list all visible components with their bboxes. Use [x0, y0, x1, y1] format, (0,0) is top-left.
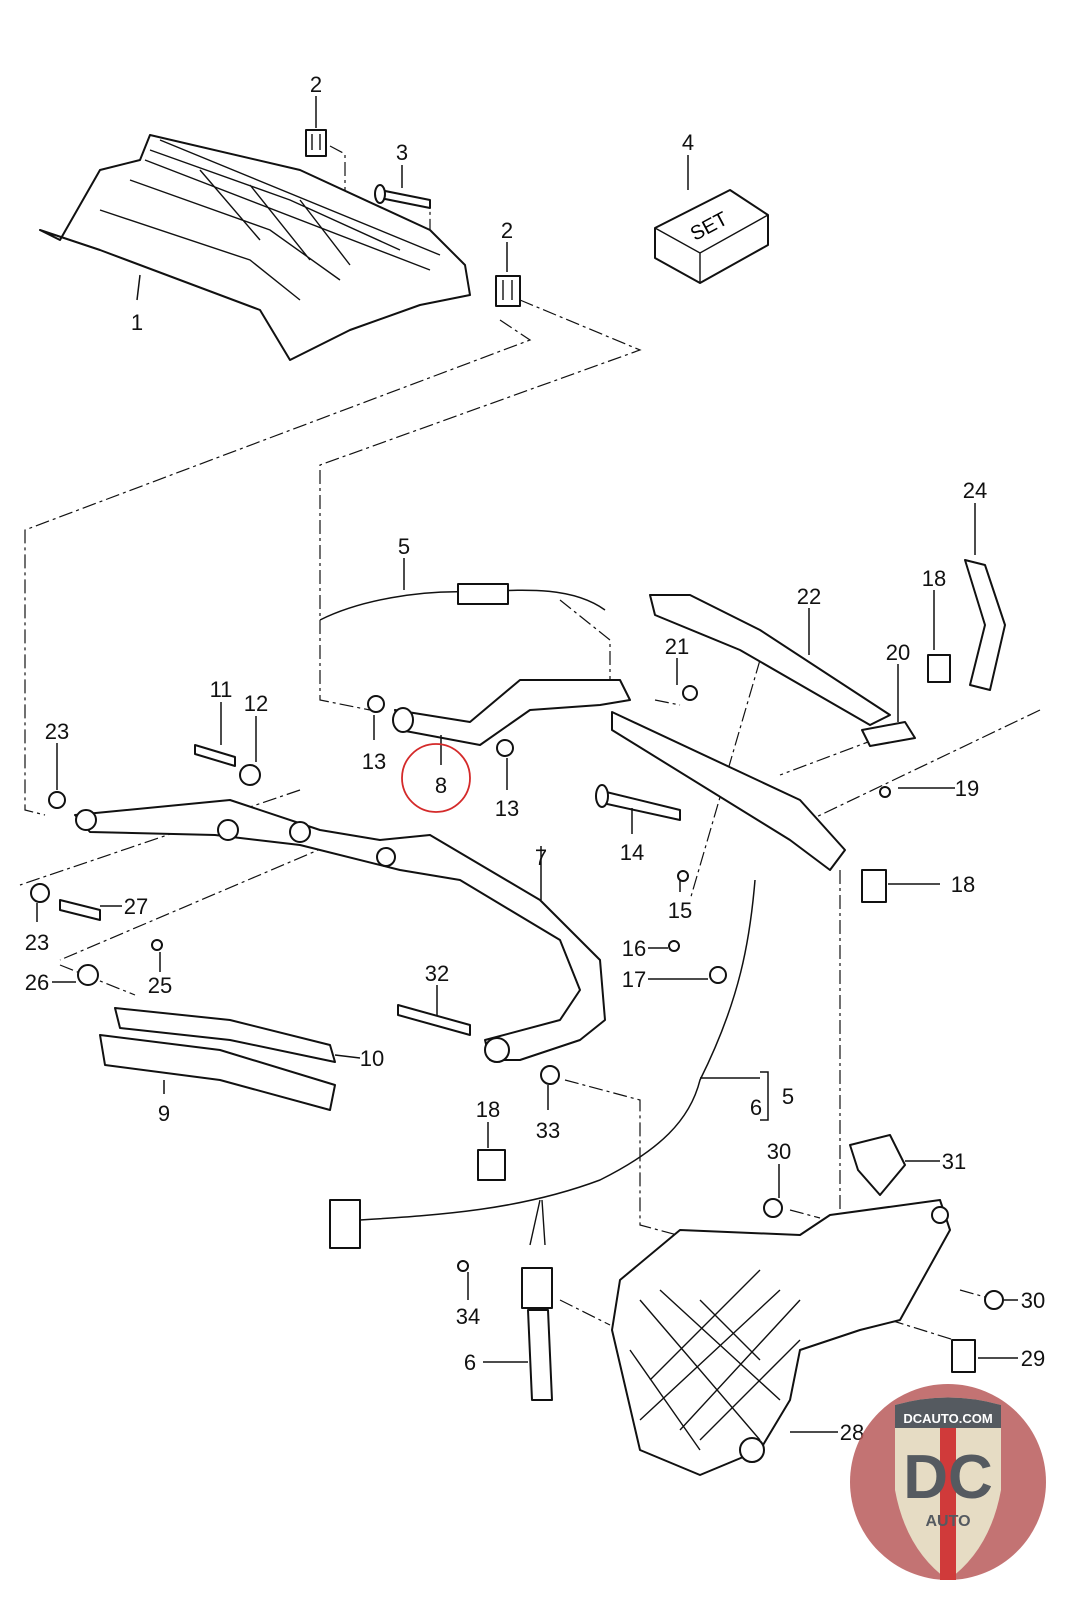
callout-17: 17	[622, 967, 646, 992]
callout-20: 20	[886, 640, 910, 665]
callout-30: 30	[767, 1139, 791, 1164]
callout-labels: 1 2 3 4 2 5 24 18 22 21 20 11 12 23 13 8…	[25, 72, 1045, 1445]
callout-18: 18	[476, 1097, 500, 1122]
part-29-clip	[951, 1339, 976, 1373]
callout-31: 31	[942, 1149, 966, 1174]
callout-25: 25	[148, 973, 172, 998]
callout-27: 27	[124, 894, 148, 919]
part-4-set-box: SET	[654, 189, 769, 284]
part-28-housing	[611, 1199, 951, 1476]
callout-3: 3	[396, 140, 408, 165]
callout-34: 34	[456, 1304, 480, 1329]
callout-18: 18	[951, 872, 975, 897]
callout-32: 32	[425, 961, 449, 986]
callout-13: 13	[495, 796, 519, 821]
part-2-clip-right	[495, 275, 521, 307]
callout-30: 30	[1021, 1288, 1045, 1313]
callout-23: 23	[45, 719, 69, 744]
part-5-6-cable-lower	[329, 879, 756, 1249]
dcauto-logo: DCAUTO.COM DC AUTO	[850, 1384, 1046, 1580]
part-24-bracket	[964, 559, 1006, 691]
part-6-sensor	[521, 1267, 553, 1401]
callout-8: 8	[435, 773, 447, 798]
part-8-lever-link	[392, 679, 631, 746]
callout-1: 1	[131, 310, 143, 335]
callout-29: 29	[1021, 1346, 1045, 1371]
callout-5: 5	[398, 534, 410, 559]
callout-15: 15	[668, 898, 692, 923]
callout-23: 23	[25, 930, 49, 955]
part-7-main-arm	[74, 799, 606, 1063]
callout-16: 16	[622, 936, 646, 961]
fasteners	[30, 685, 1004, 1310]
callout-22: 22	[797, 584, 821, 609]
part-18-clip-a	[927, 654, 951, 683]
part-2-clip-top	[305, 129, 327, 157]
callout-9: 9	[158, 1101, 170, 1126]
svg-text:DC: DC	[903, 1443, 993, 1512]
part-18-clip-b	[861, 869, 887, 903]
part-3-pin	[374, 184, 431, 209]
svg-text:AUTO: AUTO	[925, 1513, 970, 1530]
callout-2: 2	[501, 218, 513, 243]
part-9-trim	[99, 1034, 336, 1111]
part-18-clip-c	[477, 1149, 506, 1181]
callout-24: 24	[963, 478, 987, 503]
callout-5: 5	[782, 1084, 794, 1109]
callout-12: 12	[244, 691, 268, 716]
callout-4: 4	[682, 130, 694, 155]
part-31-bracket	[849, 1134, 906, 1196]
callout-26: 26	[25, 970, 49, 995]
callout-6: 6	[750, 1095, 762, 1120]
part-22-cover	[649, 594, 891, 726]
callout-10: 10	[360, 1046, 384, 1071]
callout-19: 19	[955, 776, 979, 801]
leader-lines	[36, 96, 1018, 1433]
callout-14: 14	[620, 840, 644, 865]
part-20-plate	[861, 721, 916, 747]
part-1-roof-frame	[39, 134, 471, 361]
part-10-trim	[114, 1007, 336, 1063]
part-14-arm	[595, 711, 846, 871]
part-5-cable-upper	[319, 583, 606, 621]
callout-2: 2	[310, 72, 322, 97]
callout-6: 6	[464, 1350, 476, 1375]
highlight-circle-part-8	[401, 743, 471, 813]
callout-21: 21	[665, 634, 689, 659]
callout-33: 33	[536, 1118, 560, 1143]
svg-text:DCAUTO.COM: DCAUTO.COM	[903, 1411, 992, 1426]
callout-7: 7	[535, 845, 547, 870]
callout-13: 13	[362, 749, 386, 774]
callout-18: 18	[922, 566, 946, 591]
callout-11: 11	[210, 677, 233, 702]
